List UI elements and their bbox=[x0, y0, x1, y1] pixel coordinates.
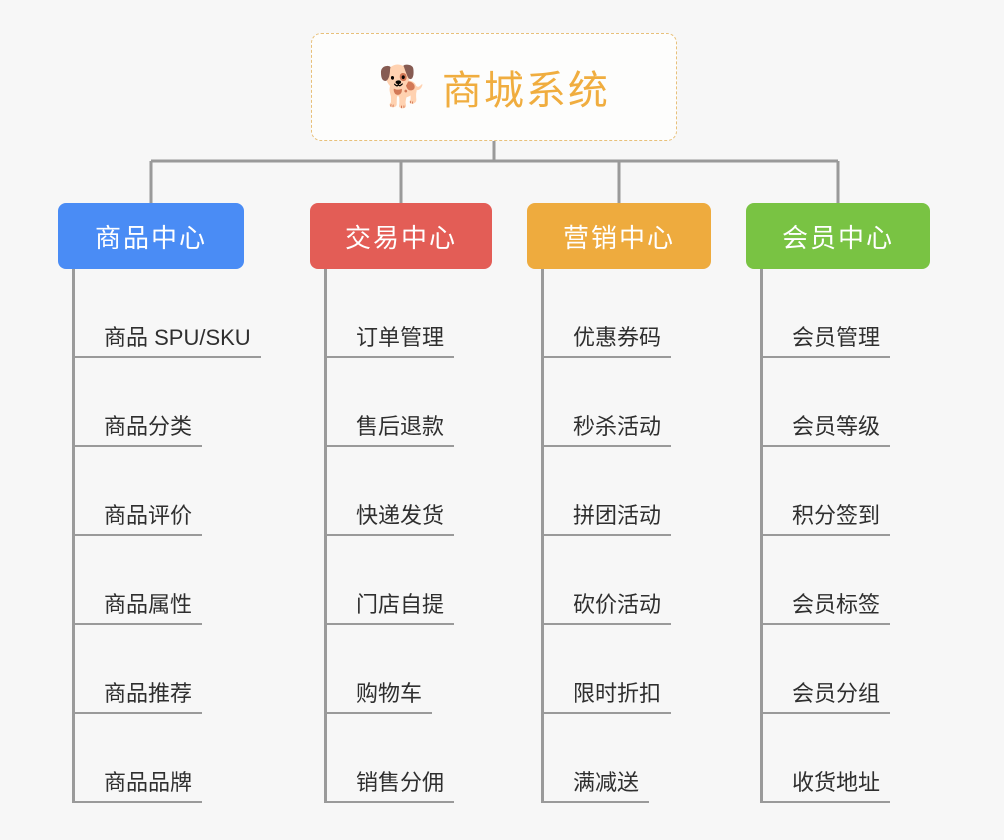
leaf-item-label: 会员等级 bbox=[760, 414, 891, 447]
branch-items-4: 会员管理会员等级积分签到会员标签会员分组收货地址 bbox=[746, 269, 930, 803]
branch-header-label: 交易中心 bbox=[344, 222, 457, 253]
leaf-item[interactable]: 商品分类 bbox=[72, 358, 244, 447]
branch-header-label: 会员中心 bbox=[781, 222, 894, 253]
branch-3: 营销中心优惠券码秒杀活动拼团活动砍价活动限时折扣满减送 bbox=[527, 203, 711, 803]
leaf-item-label: 销售分佣 bbox=[324, 770, 455, 803]
leaf-item[interactable]: 限时折扣 bbox=[541, 625, 711, 714]
leaf-item-label: 快递发货 bbox=[324, 503, 455, 536]
branch-items-3: 优惠券码秒杀活动拼团活动砍价活动限时折扣满减送 bbox=[527, 269, 711, 803]
leaf-item-label: 满减送 bbox=[541, 770, 650, 803]
branch-trunk-line bbox=[324, 269, 327, 803]
leaf-item[interactable]: 会员等级 bbox=[760, 358, 930, 447]
dog-face-icon: 🐕 bbox=[378, 65, 428, 109]
leaf-item-label: 商品评价 bbox=[72, 503, 203, 536]
leaf-item[interactable]: 商品评价 bbox=[72, 447, 244, 536]
leaf-item-label: 会员标签 bbox=[760, 592, 891, 625]
leaf-item-label: 门店自提 bbox=[324, 592, 455, 625]
leaf-item-label: 购物车 bbox=[324, 681, 433, 714]
leaf-item[interactable]: 会员管理 bbox=[760, 269, 930, 358]
branch-items-2: 订单管理售后退款快递发货门店自提购物车销售分佣 bbox=[310, 269, 492, 803]
branch-header-3[interactable]: 营销中心 bbox=[527, 203, 711, 269]
branch-header-2[interactable]: 交易中心 bbox=[310, 203, 492, 269]
branch-2: 交易中心订单管理售后退款快递发货门店自提购物车销售分佣 bbox=[310, 203, 492, 803]
leaf-item[interactable]: 秒杀活动 bbox=[541, 358, 711, 447]
leaf-item-label: 商品品牌 bbox=[72, 770, 203, 803]
leaf-item[interactable]: 会员分组 bbox=[760, 625, 930, 714]
leaf-item-label: 商品 SPU/SKU bbox=[72, 325, 261, 358]
leaf-item-label: 积分签到 bbox=[760, 503, 891, 536]
leaf-item[interactable]: 购物车 bbox=[324, 625, 492, 714]
leaf-item[interactable]: 商品品牌 bbox=[72, 714, 244, 803]
branch-1: 商品中心商品 SPU/SKU 商品分类商品评价商品属性商品推荐商品品牌 bbox=[58, 203, 261, 803]
leaf-item[interactable]: 满减送 bbox=[541, 714, 711, 803]
branch-header-label: 营销中心 bbox=[562, 222, 675, 253]
leaf-item[interactable]: 门店自提 bbox=[324, 536, 492, 625]
branch-items-1: 商品 SPU/SKU 商品分类商品评价商品属性商品推荐商品品牌 bbox=[58, 269, 261, 803]
leaf-item-label: 订单管理 bbox=[324, 325, 455, 358]
leaf-item[interactable]: 订单管理 bbox=[324, 269, 492, 358]
leaf-item[interactable]: 销售分佣 bbox=[324, 714, 492, 803]
branch-header-4[interactable]: 会员中心 bbox=[746, 203, 930, 269]
leaf-item-label: 优惠券码 bbox=[541, 325, 672, 358]
leaf-item[interactable]: 会员标签 bbox=[760, 536, 930, 625]
leaf-item[interactable]: 拼团活动 bbox=[541, 447, 711, 536]
leaf-item[interactable]: 商品推荐 bbox=[72, 625, 244, 714]
leaf-item[interactable]: 砍价活动 bbox=[541, 536, 711, 625]
branch-header-label: 商品中心 bbox=[94, 222, 207, 253]
leaf-item-label: 商品分类 bbox=[72, 414, 203, 447]
leaf-item-label: 收货地址 bbox=[760, 770, 891, 803]
root-title: 商城系统 bbox=[441, 69, 610, 113]
leaf-item-label: 商品属性 bbox=[72, 592, 203, 625]
leaf-item-label: 秒杀活动 bbox=[541, 414, 672, 447]
leaf-item-label: 拼团活动 bbox=[541, 503, 672, 536]
branch-trunk-line bbox=[72, 269, 75, 803]
branch-4: 会员中心会员管理会员等级积分签到会员标签会员分组收货地址 bbox=[746, 203, 930, 803]
branch-trunk-line bbox=[760, 269, 763, 803]
root-node[interactable]: 🐕 商城系统 bbox=[311, 33, 677, 141]
leaf-item-label: 限时折扣 bbox=[541, 681, 672, 714]
branch-trunk-line bbox=[541, 269, 544, 803]
leaf-item[interactable]: 优惠券码 bbox=[541, 269, 711, 358]
leaf-item[interactable]: 商品属性 bbox=[72, 536, 244, 625]
branch-header-1[interactable]: 商品中心 bbox=[58, 203, 244, 269]
leaf-item-label: 会员管理 bbox=[760, 325, 891, 358]
leaf-item[interactable]: 快递发货 bbox=[324, 447, 492, 536]
leaf-item-label: 售后退款 bbox=[324, 414, 455, 447]
leaf-item[interactable]: 商品 SPU/SKU bbox=[72, 269, 261, 358]
leaf-item[interactable]: 积分签到 bbox=[760, 447, 930, 536]
leaf-item-label: 商品推荐 bbox=[72, 681, 203, 714]
leaf-item[interactable]: 收货地址 bbox=[760, 714, 930, 803]
leaf-item-label: 砍价活动 bbox=[541, 592, 672, 625]
leaf-item[interactable]: 售后退款 bbox=[324, 358, 492, 447]
leaf-item-label: 会员分组 bbox=[760, 681, 891, 714]
